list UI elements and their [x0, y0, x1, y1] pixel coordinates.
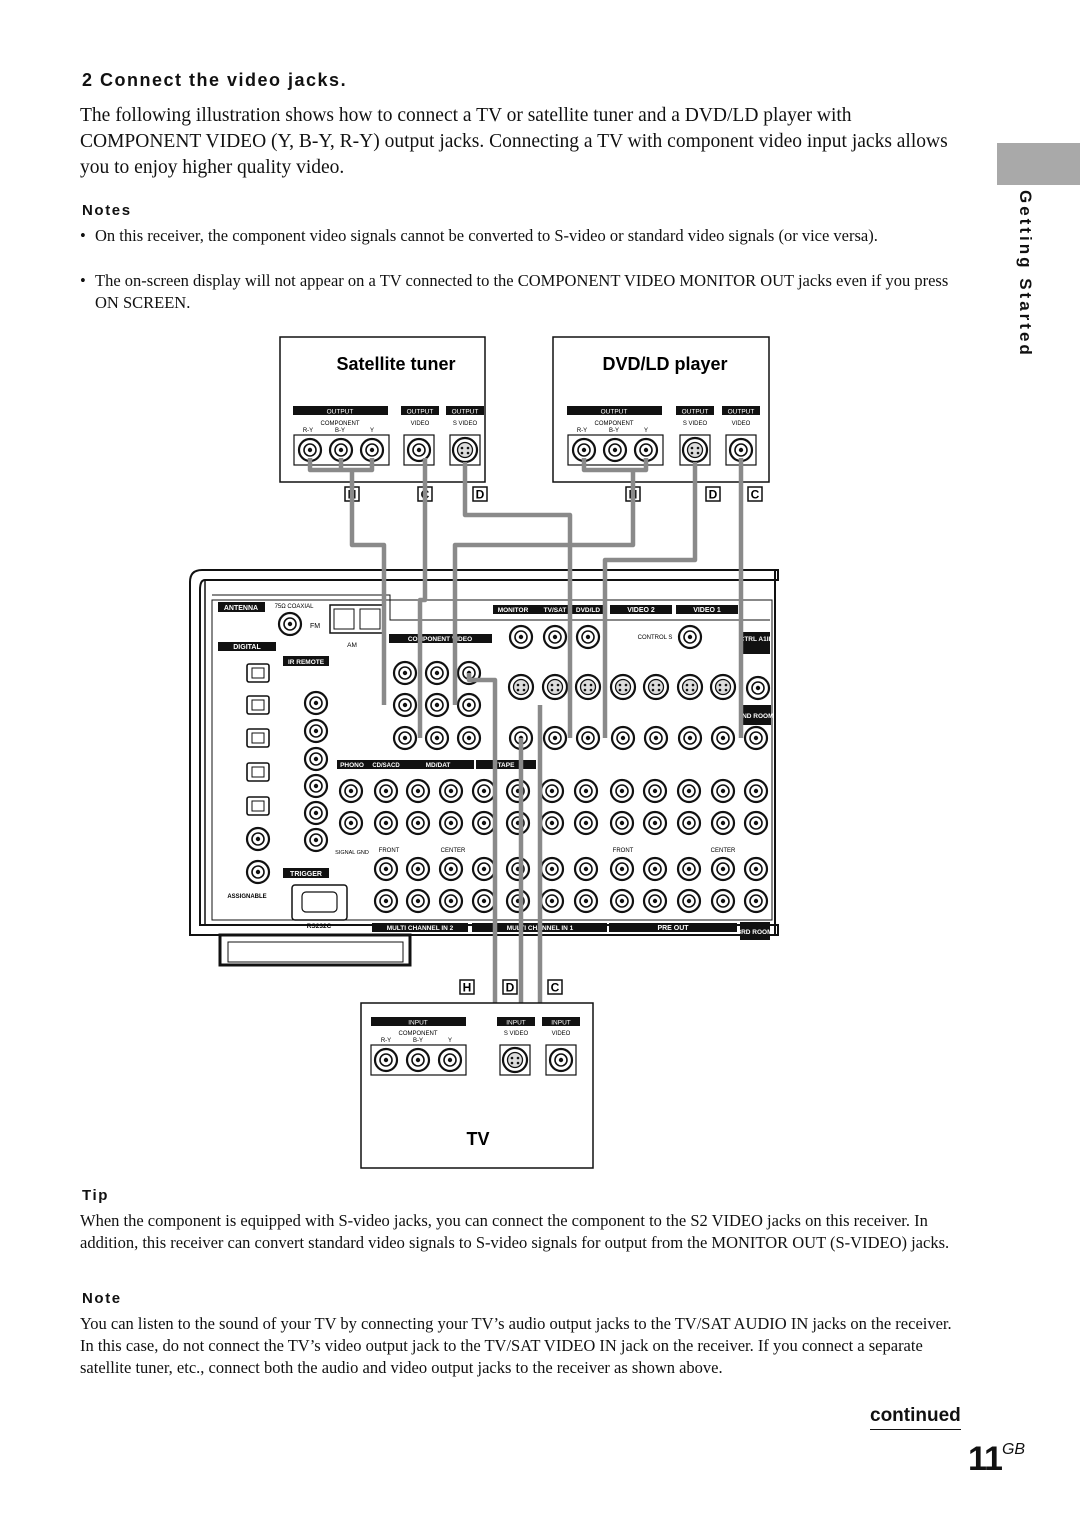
- note-text: You can listen to the sound of your TV b…: [80, 1314, 952, 1377]
- tv-box: [360, 1002, 594, 1169]
- svg-text:D: D: [709, 488, 718, 502]
- svg-text:Y: Y: [448, 1038, 452, 1044]
- svg-text:CONTROL S: CONTROL S: [638, 635, 673, 641]
- svg-text:COMPONENT: COMPONENT: [595, 421, 634, 427]
- section-tab-marker: [997, 143, 1080, 185]
- svg-text:C: C: [751, 488, 760, 502]
- svg-text:INPUT: INPUT: [408, 1020, 428, 1027]
- svg-text:S VIDEO: S VIDEO: [504, 1031, 529, 1037]
- note-text-2: The on-screen display will not appear on…: [95, 271, 949, 312]
- svg-text:S VIDEO: S VIDEO: [683, 421, 708, 427]
- svg-text:R-Y: R-Y: [381, 1038, 391, 1044]
- svg-text:SIGNAL GND: SIGNAL GND: [335, 850, 369, 856]
- svg-text:FRONT: FRONT: [379, 848, 400, 854]
- svg-text:R-Y: R-Y: [577, 428, 587, 434]
- note-bullet-2: •The on-screen display will not appear o…: [80, 271, 949, 312]
- svg-text:CENTER: CENTER: [711, 848, 736, 854]
- page-number: 11GB: [968, 1440, 1026, 1478]
- svg-text:COMPONENT VIDEO: COMPONENT VIDEO: [408, 636, 472, 643]
- svg-text:FRONT: FRONT: [613, 848, 634, 854]
- svg-text:OUTPUT: OUTPUT: [327, 409, 354, 416]
- svg-text:3RD ROOM: 3RD ROOM: [737, 929, 772, 936]
- svg-text:Y: Y: [370, 428, 374, 434]
- svg-text:DVD/LD: DVD/LD: [576, 607, 601, 614]
- svg-text:2ND ROOM: 2ND ROOM: [738, 713, 773, 720]
- tip-title: Tip: [82, 1187, 110, 1204]
- svg-text:CENTER: CENTER: [441, 848, 466, 854]
- svg-text:INPUT: INPUT: [551, 1020, 571, 1027]
- step-heading: 2 Connect the video jacks.: [82, 70, 348, 90]
- svg-text:S VIDEO: S VIDEO: [453, 421, 478, 427]
- svg-text:PRE OUT: PRE OUT: [657, 925, 689, 932]
- svg-text:VIDEO 1: VIDEO 1: [693, 607, 721, 614]
- note-text-1: On this receiver, the component video si…: [95, 226, 878, 245]
- svg-text:D: D: [506, 981, 515, 995]
- svg-text:TRIGGER: TRIGGER: [290, 871, 322, 878]
- svg-text:H: H: [463, 981, 472, 995]
- svg-text:FM: FM: [310, 623, 320, 630]
- svg-text:ANTENNA: ANTENNA: [224, 605, 258, 612]
- svg-text:R-Y: R-Y: [303, 428, 313, 434]
- dvd-ld-player-title: DVD/LD player: [602, 354, 727, 374]
- tv-title: TV: [466, 1129, 489, 1149]
- svg-text:INPUT: INPUT: [506, 1020, 526, 1027]
- svg-text:ASSIGNABLE: ASSIGNABLE: [227, 894, 266, 900]
- svg-text:VIDEO: VIDEO: [552, 1031, 571, 1037]
- note-title: Note: [82, 1290, 122, 1307]
- svg-text:75Ω COAXIAL: 75Ω COAXIAL: [275, 604, 314, 610]
- svg-text:VIDEO 2: VIDEO 2: [627, 607, 655, 614]
- svg-text:AM: AM: [347, 642, 357, 649]
- svg-text:D: D: [476, 488, 485, 502]
- satellite-tuner-title: Satellite tuner: [336, 354, 455, 374]
- continued-label: continued: [870, 1405, 961, 1430]
- svg-text:RS232C: RS232C: [307, 923, 332, 930]
- svg-text:MONITOR: MONITOR: [498, 607, 529, 614]
- svg-text:B-Y: B-Y: [413, 1038, 423, 1044]
- svg-text:B-Y: B-Y: [609, 428, 619, 434]
- svg-text:C: C: [551, 981, 560, 995]
- svg-text:VIDEO: VIDEO: [732, 421, 751, 427]
- svg-text:OUTPUT: OUTPUT: [728, 409, 755, 416]
- intro-paragraph: The following illustration shows how to …: [80, 105, 948, 178]
- svg-text:OUTPUT: OUTPUT: [407, 409, 434, 416]
- svg-text:DIGITAL: DIGITAL: [233, 644, 261, 651]
- svg-text:OUTPUT: OUTPUT: [682, 409, 709, 416]
- note-bullet-1: •On this receiver, the component video s…: [80, 226, 878, 245]
- svg-text:MD/DAT: MD/DAT: [426, 762, 451, 769]
- svg-text:COMPONENT: COMPONENT: [321, 421, 360, 427]
- svg-text:TV/SAT: TV/SAT: [544, 607, 567, 614]
- svg-text:COMPONENT: COMPONENT: [399, 1031, 438, 1037]
- svg-text:B-Y: B-Y: [335, 428, 345, 434]
- svg-text:TAPE: TAPE: [498, 762, 516, 769]
- svg-text:MULTI CHANNEL IN 2: MULTI CHANNEL IN 2: [387, 925, 454, 932]
- svg-text:IR REMOTE: IR REMOTE: [288, 659, 325, 666]
- svg-text:OUTPUT: OUTPUT: [452, 409, 479, 416]
- svg-text:Y: Y: [644, 428, 648, 434]
- svg-text:OUTPUT: OUTPUT: [601, 409, 628, 416]
- svg-text:CTRL A1II: CTRL A1II: [740, 636, 771, 643]
- svg-text:VIDEO: VIDEO: [411, 421, 430, 427]
- svg-text:PHONO: PHONO: [340, 762, 364, 769]
- receiver-rear-panel: [189, 569, 779, 967]
- tip-text: When the component is equipped with S-vi…: [80, 1211, 950, 1252]
- notes-title: Notes: [82, 202, 132, 219]
- svg-text:CD/SACD: CD/SACD: [372, 763, 400, 769]
